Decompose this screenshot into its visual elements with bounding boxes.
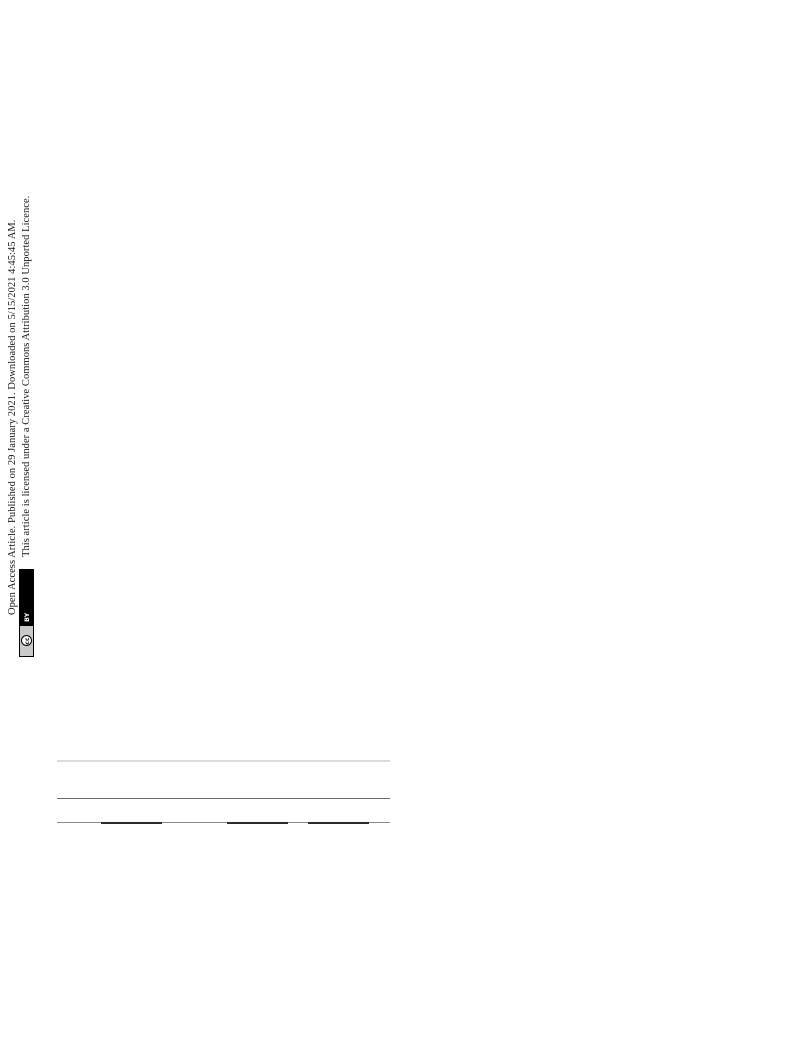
table-column-rule: [227, 822, 288, 824]
table-header-rule: [57, 798, 390, 799]
access-banner: Open Access Article. Published on 29 Jan…: [4, 195, 44, 657]
table-column-rule: [308, 822, 369, 824]
table-column-rule: [101, 822, 162, 824]
licence-notice[interactable]: This article is licensed under a Creativ…: [21, 195, 32, 557]
table-top-rule: [57, 760, 390, 762]
cc-logo-icon: cc: [20, 626, 33, 656]
by-label: BY: [20, 570, 33, 626]
publication-notice: Open Access Article. Published on 29 Jan…: [7, 219, 18, 615]
cc-by-license-badge[interactable]: cc BY: [19, 569, 34, 657]
table-bottom-rule: [57, 822, 390, 823]
cc-circle-icon: cc: [21, 635, 32, 647]
